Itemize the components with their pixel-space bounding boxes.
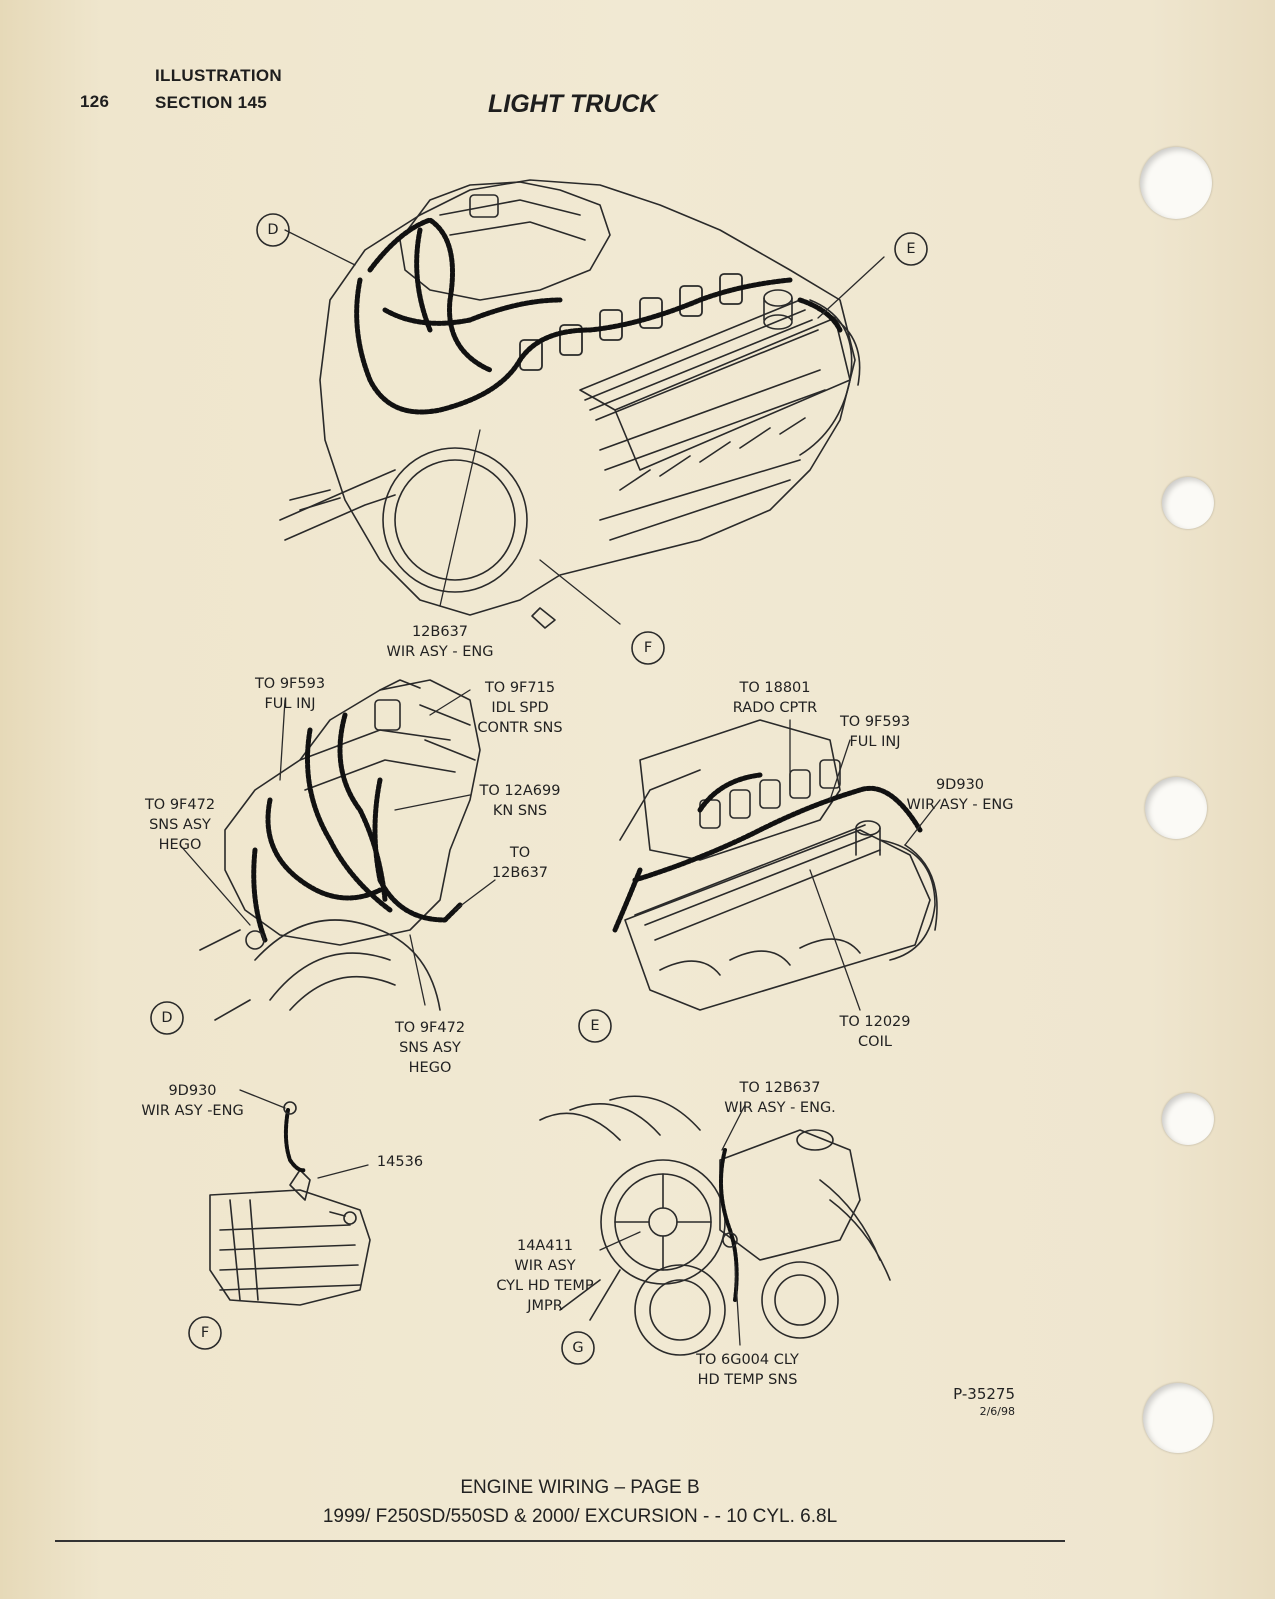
- callout-e-detail: E: [590, 1018, 600, 1034]
- callout-markers: [150, 213, 928, 1365]
- section-label: SECTION 145: [155, 93, 267, 112]
- callout-circle: [150, 1001, 184, 1035]
- detail-g-drawing: [539, 1095, 891, 1356]
- binder-hole: [1145, 777, 1207, 839]
- callout-f-detail: F: [200, 1325, 210, 1341]
- callout-circle: [561, 1331, 595, 1365]
- figure-caption-line2: 1999/ F250SD/550SD & 2000/ EXCURSION - -…: [322, 1506, 838, 1527]
- label-f-part: 14536: [376, 1154, 424, 1170]
- page-title: LIGHT TRUCK: [488, 90, 658, 118]
- binder-hole: [1140, 147, 1212, 219]
- callout-circle: [894, 232, 928, 266]
- illustration-date: 2/6/98: [979, 1405, 1015, 1418]
- footer-rule: [55, 1540, 1065, 1542]
- callout-g-detail: G: [572, 1340, 584, 1356]
- callout-e-main: E: [906, 241, 916, 257]
- figure-caption-line1: ENGINE WIRING – PAGE B: [460, 1477, 700, 1498]
- callout-f-main: F: [643, 640, 653, 656]
- binder-hole: [1162, 477, 1214, 529]
- callout-circle: [188, 1316, 222, 1350]
- callout-circle: [578, 1009, 612, 1043]
- callout-d-main: D: [267, 222, 279, 238]
- binder-hole: [1162, 1093, 1214, 1145]
- page-number: 126: [80, 92, 110, 111]
- main-engine-drawing: [279, 179, 885, 629]
- illustration-number: P-35275: [953, 1385, 1015, 1403]
- detail-e-drawing: [612, 719, 941, 1011]
- callout-circle: [256, 213, 290, 247]
- binder-hole: [1143, 1383, 1213, 1453]
- detail-d-drawing: [179, 679, 496, 1021]
- callout-circle: [631, 631, 665, 665]
- illustration-label: ILLUSTRATION: [155, 66, 282, 85]
- callout-d-detail: D: [161, 1010, 173, 1026]
- detail-f-drawing: [209, 1089, 371, 1306]
